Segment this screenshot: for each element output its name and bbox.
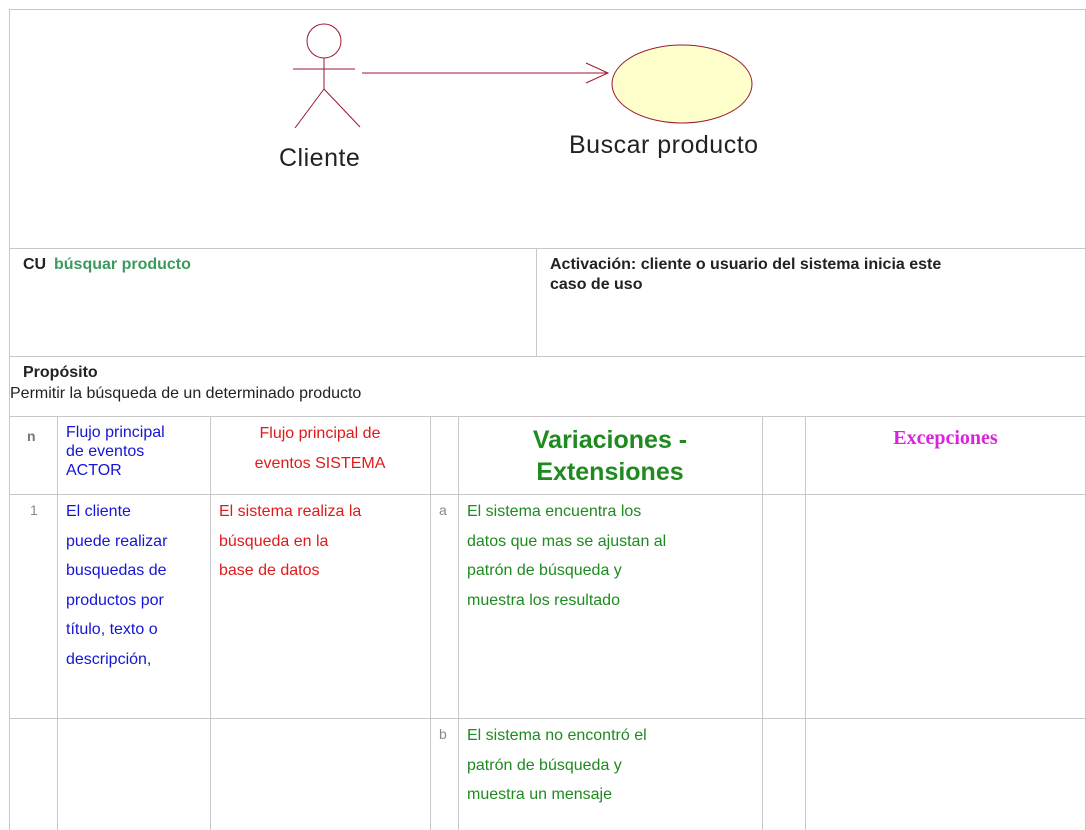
divider-purpose <box>9 416 1086 417</box>
activation-line-1: Activación: cliente o usuario del sistem… <box>550 256 942 273</box>
row-1-variation-line-3: patrón de búsqueda y <box>467 562 622 579</box>
divider-table-header <box>9 494 1086 495</box>
row-2-variation-id: b <box>439 726 447 742</box>
row-2-variation-line-2: patrón de búsqueda y <box>467 757 622 774</box>
col-line-6 <box>805 416 806 830</box>
col-line-5 <box>762 416 763 830</box>
row-1-actor-line-3: busquedas de <box>66 562 167 579</box>
purpose-title: Propósito <box>23 364 98 381</box>
row-2-variation-line-1: El sistema no encontró el <box>467 727 647 744</box>
header-actor-line-2: de eventos <box>66 443 145 460</box>
col-line-3 <box>430 416 431 830</box>
col-line-2 <box>210 416 211 830</box>
row-1-variation-line-2: datos que mas se ajustan al <box>467 533 667 550</box>
actor-figure-icon <box>293 23 361 129</box>
association-arrow-icon <box>362 62 610 84</box>
header-variations-line-1: Variaciones - <box>532 426 688 454</box>
row-1-system-line-1: El sistema realiza la <box>219 503 362 520</box>
cu-prefix: CU <box>23 256 47 273</box>
header-exceptions: Excepciones <box>893 427 998 449</box>
header-n: n <box>27 428 36 444</box>
use-case-diagram <box>293 23 753 129</box>
header-actor-line-3: ACTOR <box>66 462 122 479</box>
row-1-actor-line-2: puede realizar <box>66 533 168 550</box>
actor-label: Cliente <box>279 144 361 172</box>
border-left <box>9 9 10 830</box>
divider-row-1 <box>9 718 1086 719</box>
header-actor-line-1: Flujo principal <box>66 424 165 441</box>
use-case-ellipse-icon <box>611 44 753 124</box>
header-system-line-2: eventos SISTEMA <box>254 455 386 472</box>
divider-diagram <box>9 248 1086 249</box>
activation-line-2: caso de uso <box>550 276 643 293</box>
row-1-variation-line-4: muestra los resultado <box>467 592 620 609</box>
header-variations-line-2: Extensiones <box>536 458 684 486</box>
purpose-text: Permitir la búsqueda de un determinado p… <box>10 385 362 402</box>
row-1-system-line-2: búsqueda en la <box>219 533 329 550</box>
row-1-actor-line-5: título, texto o <box>66 621 158 638</box>
row-1-variation-id: a <box>439 502 447 518</box>
row-1-variation-line-1: El sistema encuentra los <box>467 503 642 520</box>
row-2-variation-line-3: muestra un mensaje <box>467 786 612 803</box>
col-line-4 <box>458 416 459 830</box>
row-1-system-line-3: base de datos <box>219 562 320 579</box>
divider-header-vertical <box>536 248 537 356</box>
row-1-actor-line-4: productos por <box>66 592 164 609</box>
row-1-actor-line-1: El cliente <box>66 503 131 520</box>
cu-name: búsquar producto <box>54 256 191 273</box>
row-1-actor-line-6: descripción, <box>66 651 152 668</box>
row-1-number: 1 <box>30 502 38 518</box>
divider-header <box>9 356 1086 357</box>
border-top <box>9 9 1086 10</box>
header-system-line-1: Flujo principal de <box>259 425 381 442</box>
col-line-1 <box>57 416 58 830</box>
usecase-label: Buscar producto <box>569 131 759 159</box>
